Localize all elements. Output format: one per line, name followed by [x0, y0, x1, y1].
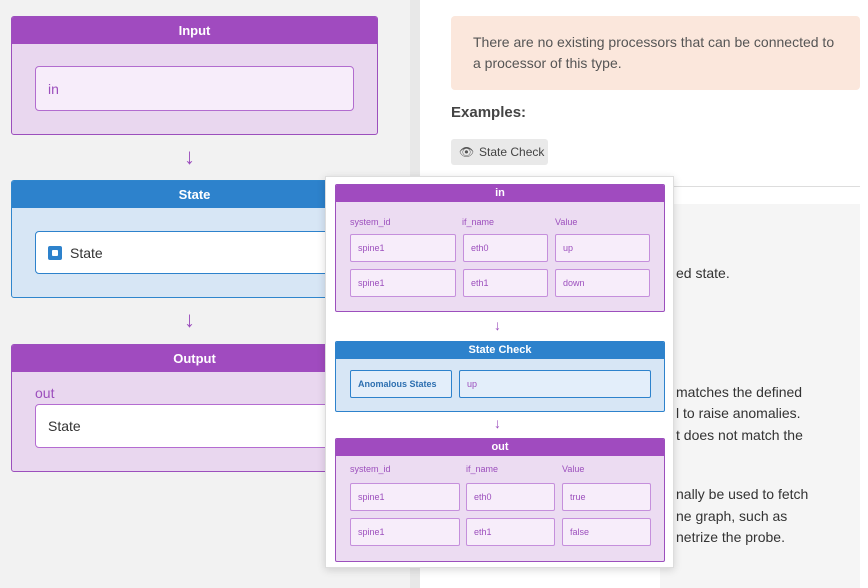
input-field[interactable]: in — [35, 66, 354, 111]
examples-label: Examples: — [451, 104, 527, 121]
column-header: if_name — [462, 217, 495, 227]
table-cell: spine1 — [350, 234, 456, 262]
preview-in-block: in system_id if_name Value spine1 eth0 u… — [335, 184, 665, 312]
preview-out-block: out system_id if_name Value spine1 eth0 … — [335, 438, 665, 562]
example-chip-label: State Check — [479, 145, 545, 159]
output-card-title: Output — [12, 345, 377, 372]
column-header: system_id — [350, 217, 391, 227]
preview-out-title: out — [336, 439, 664, 456]
anomalous-states-key: Anomalous States — [350, 370, 452, 398]
table-cell: spine1 — [350, 483, 460, 511]
section-divider — [660, 186, 860, 187]
desc-line: l to raise anomalies. — [676, 405, 801, 421]
table-cell: up — [555, 234, 650, 262]
desc-line: matches the defined — [676, 384, 803, 400]
column-header: if_name — [466, 464, 499, 474]
output-card[interactable]: Output out State — [11, 344, 378, 472]
output-field[interactable]: State — [35, 404, 365, 448]
input-card[interactable]: Input in — [11, 16, 378, 135]
table-cell: false — [562, 518, 651, 546]
state-field[interactable]: State — [35, 231, 365, 274]
table-cell: spine1 — [350, 269, 456, 297]
no-processors-warning: There are no existing processors that ca… — [451, 16, 860, 90]
checkbox-icon[interactable] — [48, 245, 62, 260]
description-panel — [660, 204, 860, 588]
example-preview-popup: in system_id if_name Value spine1 eth0 u… — [325, 176, 674, 568]
table-cell: eth0 — [466, 483, 555, 511]
down-arrow-icon: ↓ — [494, 317, 501, 333]
column-header: system_id — [350, 464, 391, 474]
state-field-label: State — [70, 244, 103, 261]
desc-line: netrize the probe. — [676, 529, 785, 545]
down-arrow-icon: ↓ — [494, 415, 501, 431]
down-arrow-icon: ↓ — [184, 307, 195, 332]
preview-in-title: in — [336, 185, 664, 202]
table-cell: true — [562, 483, 651, 511]
desc-line: t does not match the — [676, 427, 803, 443]
down-arrow-icon: ↓ — [184, 144, 195, 169]
desc-line: ed state. — [676, 265, 730, 281]
desc-line: ne graph, such as — [676, 508, 788, 524]
example-state-check-chip[interactable]: 👁 State Check — [451, 139, 548, 165]
preview-state-check-block: State Check Anomalous States up — [335, 341, 665, 412]
table-cell: eth1 — [463, 269, 548, 297]
table-cell: eth1 — [466, 518, 555, 546]
table-cell: spine1 — [350, 518, 460, 546]
eye-icon: 👁 — [459, 145, 475, 159]
column-header: Value — [562, 464, 585, 474]
column-header: Value — [555, 217, 578, 227]
anomalous-states-value: up — [459, 370, 651, 398]
state-card[interactable]: State State — [11, 180, 378, 298]
preview-state-check-title: State Check — [336, 342, 664, 359]
input-card-title: Input — [12, 17, 377, 44]
table-cell: eth0 — [463, 234, 548, 262]
output-label: out — [35, 385, 55, 401]
state-card-title: State — [12, 181, 377, 208]
desc-line: nally be used to fetch — [676, 486, 809, 502]
table-cell: down — [555, 269, 650, 297]
